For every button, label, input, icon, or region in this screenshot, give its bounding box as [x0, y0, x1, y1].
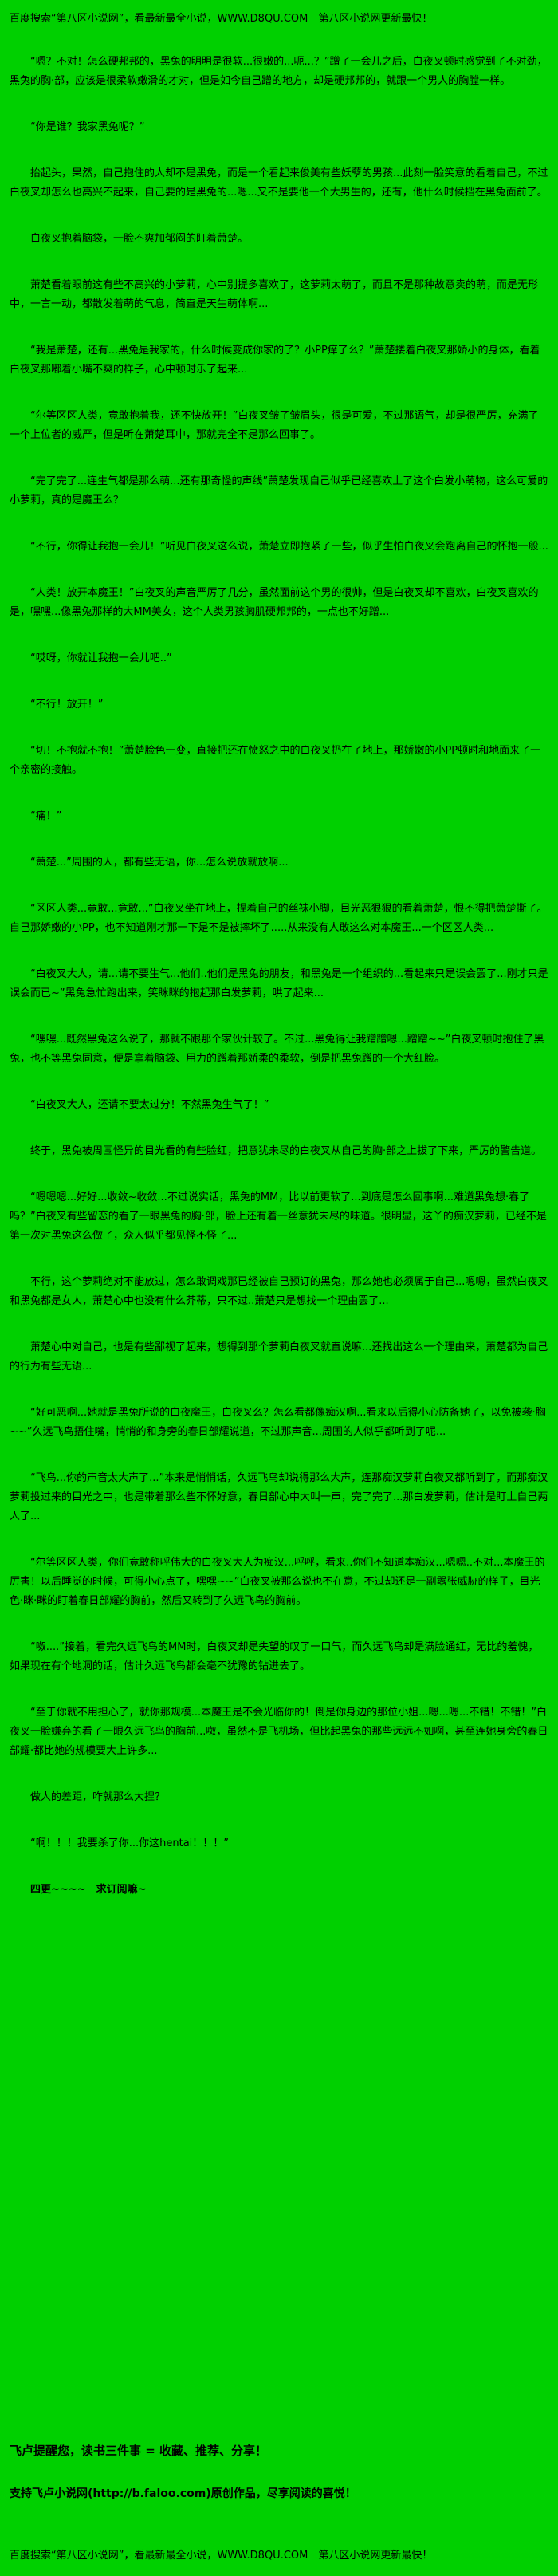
- novel-content: 百度搜索“第八区小说网”，看最新最全小说，WWW.D8QU.COM 第八区小说网…: [10, 13, 548, 1896]
- paragraph: “人类！放开本魔王！”白夜叉的声音严厉了几分，虽然面前这个男的很帅，但是白夜叉却…: [10, 587, 539, 618]
- paragraph: “切！不抱就不抱！”萧楚脸色一变，直接把还在愤怒之中的白夜叉扔在了地上，那娇嫩的…: [10, 745, 541, 776]
- author-update-note: 四更~~~~ 求订阅嘛~: [30, 1884, 147, 1896]
- paragraph: “萧楚...”周围的人，都有些无语，你...怎么说放就放啊...: [30, 857, 289, 869]
- paragraph: 萧楚心中对自己，也是有些鄙视了起来，想得到那个萝莉白夜叉就直说嘛...还找出这么…: [10, 1341, 548, 1373]
- paragraph: “不行，你得让我抱一会儿！”听见白夜叉这么说，萧楚立即抱紧了一些，似乎生怕白夜叉…: [30, 541, 548, 553]
- paragraph: “尔等区区人类，竟敢抱着我，还不快放开！”白夜叉皱了皱眉头，很是可爱，不过那语气…: [10, 410, 539, 441]
- paragraph: 终于，黑兔被周围怪异的目光看的有些脸红，把意犹未尽的白夜叉从自己的胸·部之上拔了…: [30, 1145, 542, 1157]
- site-promo-footer: 百度搜索“第八区小说网”，看最新最全小说，WWW.D8QU.COM 第八区小说网…: [10, 2550, 433, 2562]
- paragraph: “你是谁？我家黑兔呢？”: [30, 121, 145, 133]
- paragraph: 做人的差距，咋就那么大捏？: [30, 1791, 166, 1803]
- paragraph: “完了完了...连生气都是那么萌...还有那奇怪的声线”萧楚发现自己似乎已经喜欢…: [10, 475, 548, 506]
- paragraph: “不行！放开！”: [30, 699, 104, 711]
- faloo-reminder: 飞卢提醒您，读书三件事 = 收藏、推荐、分享！: [10, 2444, 268, 2458]
- paragraph: “区区人类...竟敢...竟敢...”白夜叉坐在地上，捏着自己的丝袜小脚，目光恶…: [10, 903, 548, 934]
- paragraph: “白夜叉大人，还请不要太过分！不然黑兔生气了！”: [30, 1099, 269, 1111]
- paragraph: “好可恶啊...她就是黑兔所说的白夜魔王，白夜叉么？怎么看都像痴汉啊...看来以…: [10, 1407, 546, 1438]
- paragraph: 不行，这个萝莉绝对不能放过，怎么敢调戏那已经被自己预订的黑兔，那么她也必须属于自…: [10, 1276, 548, 1307]
- paragraph: “我是萧楚，还有...黑兔是我家的，什么时候变成你家的了？小PP痒了么？”萧楚搂…: [10, 345, 540, 376]
- paragraph: “啊！！！我要杀了你...你这hentai！！！”: [30, 1837, 230, 1849]
- site-promo-header: 百度搜索“第八区小说网”，看最新最全小说，WWW.D8QU.COM 第八区小说网…: [10, 13, 433, 25]
- paragraph: “白夜叉大人，请...请不要生气...他们..他们是黑兔的朋友，和黑兔是一个组织…: [10, 968, 548, 999]
- paragraph: “嗯嗯嗯...好好...收敛~收敛...不过说实话，黑兔的MM，比以前更软了..…: [10, 1191, 547, 1242]
- paragraph: “痛！”: [30, 810, 62, 822]
- faloo-support-note: 支持飞卢小说网(http://b.faloo.com)原创作品，尽享阅读的喜悦！: [10, 2487, 356, 2500]
- paragraph: 萧楚看着眼前这有些不高兴的小萝莉，心中别提多喜欢了，这萝莉太萌了，而且不是那种故…: [10, 279, 539, 310]
- paragraph: 抬起头，果然，自己抱住的人却不是黑兔，而是一个看起来俊美有些妖孽的男孩...此刻…: [10, 167, 548, 199]
- page-footer: 飞卢提醒您，读书三件事 = 收藏、推荐、分享！ 支持飞卢小说网(http://b…: [0, 2442, 558, 2576]
- paragraph: “哎呀，你就让我抱一会儿吧..”: [30, 652, 172, 664]
- paragraph: 白夜叉抱着脑袋，一脸不爽加郁闷的盯着萧楚。: [30, 233, 249, 245]
- paragraph: “尔等区区人类，你们竟敢称呼伟大的白夜叉大人为痴汉...呼呼，看来..你们不知道…: [10, 1557, 545, 1607]
- paragraph: “呶....”接着，看完久远飞鸟的MM时，白夜叉却是失望的叹了一口气，而久远飞鸟…: [10, 1641, 539, 1672]
- paragraph: “嘿嘿...既然黑兔这么说了，那就不跟那个家伙计较了。不过...黑兔得让我蹭蹭嗯…: [10, 1034, 544, 1065]
- paragraph: “飞鸟...你的声音太大声了...”本来是悄悄话，久远飞鸟却说得那么大声，连那痴…: [10, 1472, 548, 1522]
- paragraph: “至于你就不用担心了，就你那规模...本魔王是不会光临你的！倒是你身边的那位小姐…: [10, 1707, 548, 1757]
- paragraph: “嗯？不对！怎么硬邦邦的，黑兔的明明是很软...很嫩的...呃...？”蹭了一会…: [10, 56, 548, 87]
